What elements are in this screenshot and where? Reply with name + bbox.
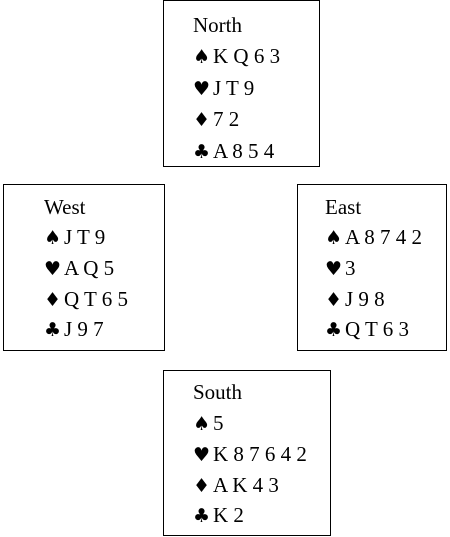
club-icon: ♣ [44, 319, 62, 341]
north-clubs-cards: A 8 5 4 [213, 139, 275, 163]
west-spades-row: ♠J T 9 [44, 227, 105, 249]
heart-icon: ♥ [44, 258, 62, 280]
west-hand: West ♠J T 9 ♥A Q 5 ♦Q T 6 5 ♣J 9 7 [3, 184, 165, 351]
north-hand: North ♠K Q 6 3 ♥J T 9 ♦7 2 ♣A 8 5 4 [163, 0, 320, 167]
east-hand: East ♠A 8 7 4 2 ♥3 ♦J 9 8 ♣Q T 6 3 [297, 184, 447, 351]
north-spades-row: ♠K Q 6 3 [193, 46, 280, 68]
east-hearts-row: ♥3 [325, 258, 356, 280]
east-spades-cards: A 8 7 4 2 [345, 225, 423, 249]
west-diamonds-cards: Q T 6 5 [64, 287, 128, 311]
club-icon: ♣ [325, 319, 343, 341]
south-clubs-row: ♣K 2 [193, 505, 244, 527]
seat-label-north: North [193, 13, 242, 37]
west-spades-cards: J T 9 [64, 225, 106, 249]
north-spades-cards: K Q 6 3 [213, 44, 281, 68]
west-hearts-cards: A Q 5 [64, 256, 115, 280]
south-hearts-cards: K 8 7 6 4 2 [213, 442, 307, 466]
seat-label-west: West [44, 195, 86, 219]
spade-icon: ♠ [193, 413, 211, 435]
south-clubs-cards: K 2 [213, 503, 244, 527]
west-hearts-row: ♥A Q 5 [44, 258, 114, 280]
north-hearts-row: ♥J T 9 [193, 78, 254, 100]
heart-icon: ♥ [193, 78, 211, 100]
east-spades-row: ♠A 8 7 4 2 [325, 227, 422, 249]
diamond-icon: ♦ [325, 289, 343, 311]
north-hearts-cards: J T 9 [213, 76, 255, 100]
south-spades-cards: 5 [213, 411, 224, 435]
south-diamonds-row: ♦A K 4 3 [193, 475, 279, 497]
south-diamonds-cards: A K 4 3 [213, 473, 279, 497]
seat-label-south: South [193, 380, 243, 404]
club-icon: ♣ [193, 141, 211, 163]
spade-icon: ♠ [44, 227, 62, 249]
east-clubs-cards: Q T 6 3 [345, 317, 409, 341]
heart-icon: ♥ [193, 444, 211, 466]
diamond-icon: ♦ [193, 475, 211, 497]
south-hearts-row: ♥K 8 7 6 4 2 [193, 444, 307, 466]
seat-label-east: East [325, 195, 362, 219]
east-diamonds-cards: J 9 8 [345, 287, 385, 311]
east-hearts-cards: 3 [345, 256, 356, 280]
south-spades-row: ♠5 [193, 413, 224, 435]
north-clubs-row: ♣A 8 5 4 [193, 141, 274, 163]
west-diamonds-row: ♦Q T 6 5 [44, 289, 128, 311]
spade-icon: ♠ [193, 46, 211, 68]
west-clubs-row: ♣J 9 7 [44, 319, 104, 341]
heart-icon: ♥ [325, 258, 343, 280]
east-diamonds-row: ♦J 9 8 [325, 289, 385, 311]
spade-icon: ♠ [325, 227, 343, 249]
diamond-icon: ♦ [193, 109, 211, 131]
south-hand: South ♠5 ♥K 8 7 6 4 2 ♦A K 4 3 ♣K 2 [163, 370, 331, 536]
club-icon: ♣ [193, 505, 211, 527]
north-diamonds-row: ♦7 2 [193, 109, 239, 131]
diamond-icon: ♦ [44, 289, 62, 311]
east-clubs-row: ♣Q T 6 3 [325, 319, 409, 341]
west-clubs-cards: J 9 7 [64, 317, 104, 341]
north-diamonds-cards: 7 2 [213, 107, 240, 131]
